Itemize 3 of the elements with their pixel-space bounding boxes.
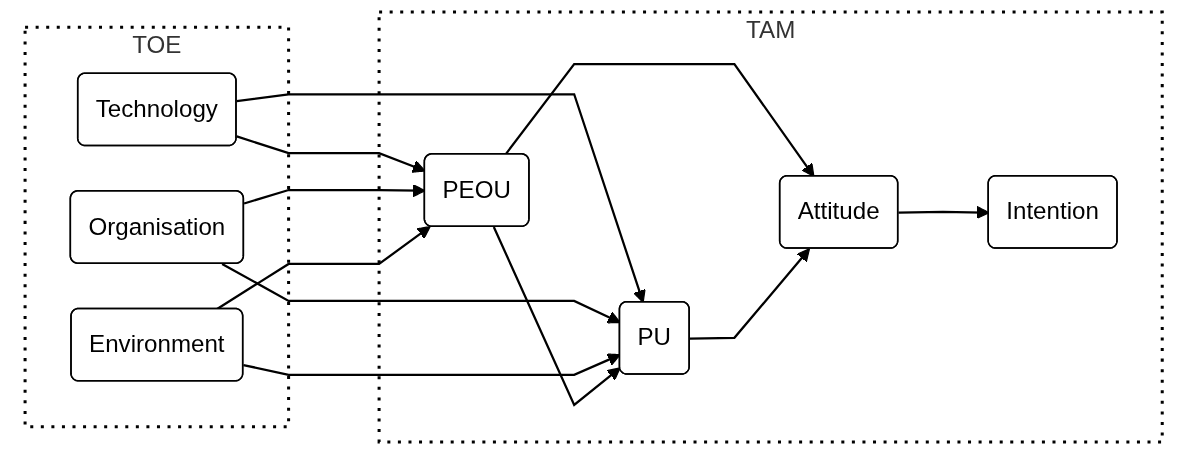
arrow bbox=[236, 93, 646, 303]
arrow bbox=[492, 226, 621, 407]
arrow bbox=[689, 248, 810, 340]
